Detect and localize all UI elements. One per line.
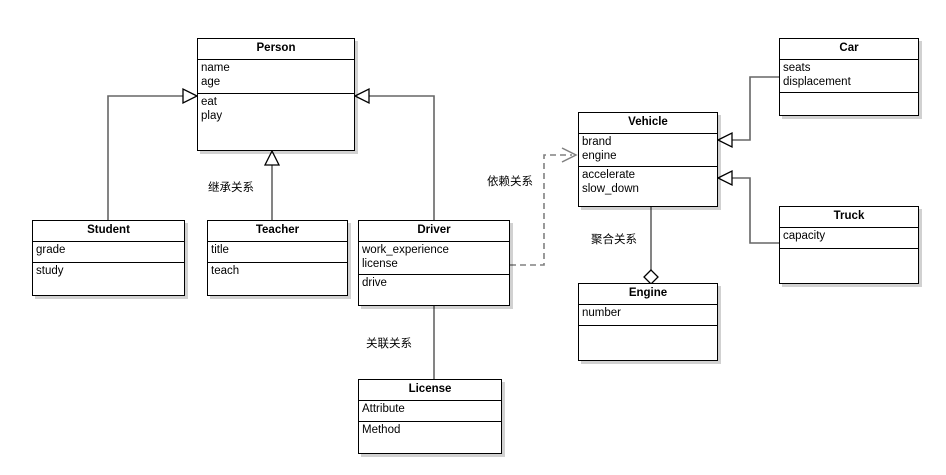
edge-car-vehicle bbox=[716, 76, 779, 149]
attribute-row: Attribute bbox=[362, 403, 405, 415]
class-box-person[interactable]: Person name age eat play bbox=[197, 38, 355, 151]
class-attributes: Attribute bbox=[359, 401, 501, 422]
attribute-row: work_experience bbox=[362, 244, 449, 256]
attribute-row: seats bbox=[783, 62, 811, 74]
class-methods: study bbox=[33, 263, 184, 280]
class-attributes: seats displacement bbox=[780, 60, 918, 93]
method-row: Method bbox=[362, 424, 401, 436]
class-box-engine[interactable]: Engine number bbox=[578, 283, 718, 361]
attribute-row: license bbox=[362, 258, 398, 270]
method-row: eat bbox=[201, 96, 217, 108]
class-box-student[interactable]: Student grade study bbox=[32, 220, 185, 296]
attribute-row: number bbox=[582, 307, 621, 319]
class-methods: accelerate slow_down bbox=[579, 167, 717, 198]
attribute-row: brand bbox=[582, 136, 612, 148]
attribute-row: displacement bbox=[783, 76, 851, 88]
attribute-row: grade bbox=[36, 244, 66, 256]
attribute-row: engine bbox=[582, 150, 617, 162]
method-row: slow_down bbox=[582, 183, 639, 195]
attribute-row: age bbox=[201, 76, 221, 88]
class-attributes: title bbox=[208, 242, 347, 263]
class-box-driver[interactable]: Driver work_experience license drive bbox=[358, 220, 510, 306]
class-attributes: number bbox=[579, 305, 717, 326]
class-box-license[interactable]: License Attribute Method bbox=[358, 379, 502, 454]
class-box-truck[interactable]: Truck capacity bbox=[779, 206, 919, 284]
class-title: Engine bbox=[579, 284, 717, 305]
edge-driver-person bbox=[353, 87, 435, 220]
class-title: Truck bbox=[780, 207, 918, 228]
edge-teacher-person bbox=[263, 149, 281, 220]
edge-vehicle-engine bbox=[643, 207, 659, 285]
class-box-teacher[interactable]: Teacher title teach bbox=[207, 220, 348, 296]
class-methods bbox=[579, 326, 717, 329]
class-box-vehicle[interactable]: Vehicle brand engine accelerate slow_dow… bbox=[578, 112, 718, 207]
class-methods bbox=[780, 249, 918, 252]
class-title: Student bbox=[33, 221, 184, 242]
attribute-row: name bbox=[201, 62, 230, 74]
edge-student-person bbox=[107, 87, 199, 220]
class-title: Car bbox=[780, 39, 918, 60]
class-methods: drive bbox=[359, 275, 509, 292]
method-row: study bbox=[36, 265, 64, 277]
class-methods: teach bbox=[208, 263, 347, 280]
class-methods: eat play bbox=[198, 94, 354, 125]
method-row: drive bbox=[362, 277, 387, 289]
class-attributes: grade bbox=[33, 242, 184, 263]
class-box-car[interactable]: Car seats displacement bbox=[779, 38, 919, 116]
class-title: License bbox=[359, 380, 501, 401]
class-title: Person bbox=[198, 39, 354, 60]
edge-label-inheritance: 继承关系 bbox=[208, 182, 254, 194]
method-row: teach bbox=[211, 265, 240, 277]
class-attributes: brand engine bbox=[579, 134, 717, 167]
edge-label-aggregation: 聚合关系 bbox=[591, 234, 637, 246]
class-attributes: name age bbox=[198, 60, 354, 94]
class-title: Driver bbox=[359, 221, 509, 242]
method-row: accelerate bbox=[582, 169, 636, 181]
edge-label-association: 关联关系 bbox=[366, 338, 412, 350]
method-row: play bbox=[201, 110, 223, 122]
attribute-row: title bbox=[211, 244, 229, 256]
edge-truck-vehicle bbox=[716, 169, 779, 244]
class-attributes: work_experience license bbox=[359, 242, 509, 275]
class-methods: Method bbox=[359, 422, 501, 439]
class-title: Teacher bbox=[208, 221, 347, 242]
attribute-row: capacity bbox=[783, 230, 826, 242]
edge-driver-vehicle bbox=[510, 147, 578, 266]
class-title: Vehicle bbox=[579, 113, 717, 134]
class-attributes: capacity bbox=[780, 228, 918, 249]
class-methods bbox=[780, 93, 918, 96]
edge-label-dependency: 依赖关系 bbox=[487, 176, 533, 188]
